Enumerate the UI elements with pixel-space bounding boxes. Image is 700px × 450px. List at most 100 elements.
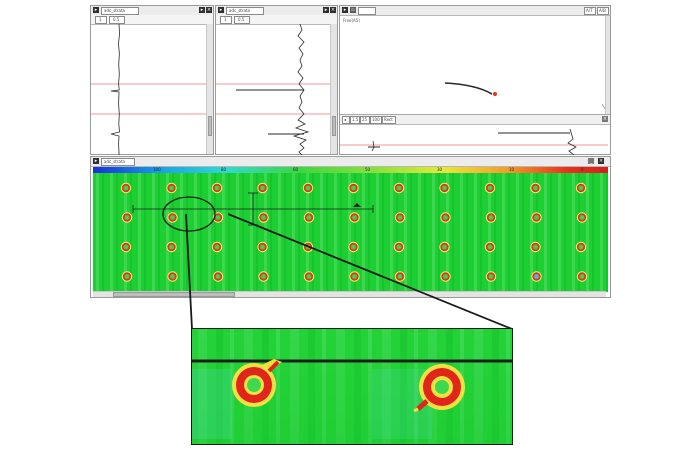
flaw-dot xyxy=(257,182,268,194)
scale-label-0: 100 xyxy=(153,167,161,172)
flaw-dot xyxy=(121,271,133,282)
cscan-background xyxy=(93,173,608,292)
trace1-range-button[interactable]: 0.5 xyxy=(109,16,125,24)
color-scale: 100 80 60 50 30 10 0 xyxy=(93,167,608,173)
play-icon[interactable]: ▸ xyxy=(93,158,99,164)
close-icon[interactable]: × xyxy=(598,158,604,164)
trace1-subbar: 1 0.5 xyxy=(91,15,213,25)
cscan-scrollbar-h[interactable] xyxy=(93,291,606,297)
trace1-name-label: adc_strata xyxy=(104,8,125,13)
flaw-dot xyxy=(120,182,132,194)
trace2-scrollbar[interactable] xyxy=(330,24,337,154)
cscan-name-button[interactable]: adc_strata xyxy=(101,158,135,166)
trace2-name-button[interactable]: adc_strata xyxy=(226,7,264,15)
flaw-dot xyxy=(393,241,405,253)
zoom-cyan-patch xyxy=(192,369,232,439)
trace1-scroll-thumb[interactable] xyxy=(208,116,212,136)
flaw-dot xyxy=(348,241,359,253)
flaw-dot xyxy=(530,182,541,194)
flaw-dot xyxy=(166,241,177,253)
connector-right xyxy=(227,213,513,330)
trace-window-1: ▸ adc_strata ▸ × 1 0.5 xyxy=(90,5,214,155)
flaw-dot xyxy=(575,182,587,194)
xy-scrollbar[interactable] xyxy=(605,16,610,114)
flaw-dot xyxy=(393,182,405,194)
scale-label-2: 60 xyxy=(293,167,299,172)
flaw-dot xyxy=(211,241,223,253)
flaw-dot xyxy=(531,271,542,282)
flaw-dot xyxy=(348,182,359,194)
zoom-ellipse xyxy=(162,196,216,232)
flaw-dot xyxy=(484,182,496,194)
xy-file-button[interactable] xyxy=(358,7,376,15)
cscan-image xyxy=(93,173,608,292)
trace1-waveform xyxy=(91,24,207,155)
zoom-inset xyxy=(191,328,513,445)
flaw-dot xyxy=(257,241,268,253)
flaw-dot xyxy=(212,271,224,282)
window-icon[interactable]: ▫ xyxy=(350,7,356,13)
trace2-subbar: 1 0.5 xyxy=(216,15,337,25)
xy-plot-area xyxy=(444,82,606,111)
zoom-flaw-right xyxy=(413,364,465,413)
flaw-dot xyxy=(394,212,406,223)
measure-arrow xyxy=(353,203,361,207)
flaw-dot xyxy=(303,212,315,223)
mini-btn-1[interactable]: 1.5 xyxy=(350,116,360,124)
scale-label-5: 10 xyxy=(509,167,515,172)
play-icon[interactable]: ▸ xyxy=(93,7,99,13)
play-icon[interactable]: ▸ xyxy=(218,7,224,13)
mini-btn-3-label: 100 xyxy=(372,117,380,122)
mini-btn-2[interactable]: 25 xyxy=(360,116,370,124)
xy-mini-window: ◂ 1.5 25 100 Rect × xyxy=(340,114,610,155)
flaw-dot xyxy=(349,212,360,223)
play-icon[interactable]: ▸ xyxy=(199,7,205,13)
xy-btn-left-label: A/T xyxy=(586,8,593,13)
mini-btn-0[interactable]: ◂ xyxy=(342,116,350,124)
trace1-name-button[interactable]: adc_strata xyxy=(101,7,139,15)
flaw-dot xyxy=(485,212,497,223)
trace2-range-label: 0.5 xyxy=(238,17,245,22)
play-icon[interactable]: ▸ xyxy=(323,7,329,13)
xy-btn-left[interactable]: A/T xyxy=(584,7,596,15)
flaw-dot xyxy=(576,212,588,223)
flaw-dot xyxy=(439,241,450,253)
flaw-dot xyxy=(349,271,360,282)
xy-btn-right[interactable]: A/B xyxy=(597,7,609,15)
cscan-name-label: adc_strata xyxy=(104,159,125,164)
trace2-pin-button[interactable]: 1 xyxy=(220,16,232,24)
trace2-scroll-thumb[interactable] xyxy=(332,116,336,136)
flaw-dots xyxy=(120,182,588,282)
cscan-window: ▸ adc_strata _ × 100 80 60 50 30 10 0 xyxy=(90,156,611,298)
minimize-icon[interactable]: _ xyxy=(588,158,594,164)
xy-curve xyxy=(444,82,493,95)
close-icon[interactable]: × xyxy=(602,116,608,122)
trace2-pin-label: 1 xyxy=(224,17,227,22)
trace1-pin-button[interactable]: 1 xyxy=(95,16,107,24)
flaw-dot xyxy=(121,212,133,223)
xy-mini-signal xyxy=(567,128,577,155)
mini-btn-4[interactable]: Rect xyxy=(382,116,396,124)
cscan-scroll-thumb[interactable] xyxy=(113,292,235,297)
mini-btn-1-label: 1.5 xyxy=(352,117,359,122)
flaw-dot xyxy=(166,182,177,194)
close-icon[interactable]: × xyxy=(330,7,336,13)
zoom-flaw-left xyxy=(232,359,282,407)
flaw-dot xyxy=(531,212,542,223)
play-icon[interactable]: ▸ xyxy=(342,7,348,13)
close-icon[interactable]: × xyxy=(206,7,212,13)
xy-file-label: Free(A5) xyxy=(343,18,360,23)
flaw-dot xyxy=(303,271,315,282)
scale-label-4: 30 xyxy=(437,167,443,172)
trace2-signal xyxy=(292,24,310,155)
trace2-range-button[interactable]: 0.5 xyxy=(234,16,250,24)
mini-btn-3[interactable]: 100 xyxy=(370,116,382,124)
trace1-scrollbar[interactable] xyxy=(206,24,213,154)
flaw-dot xyxy=(485,271,497,282)
xy-mini-signal-left xyxy=(371,140,375,152)
scale-label-3: 50 xyxy=(365,167,371,172)
flaw-dot xyxy=(302,182,314,194)
trace1-signal xyxy=(110,24,120,155)
flaw-dot xyxy=(120,241,132,253)
